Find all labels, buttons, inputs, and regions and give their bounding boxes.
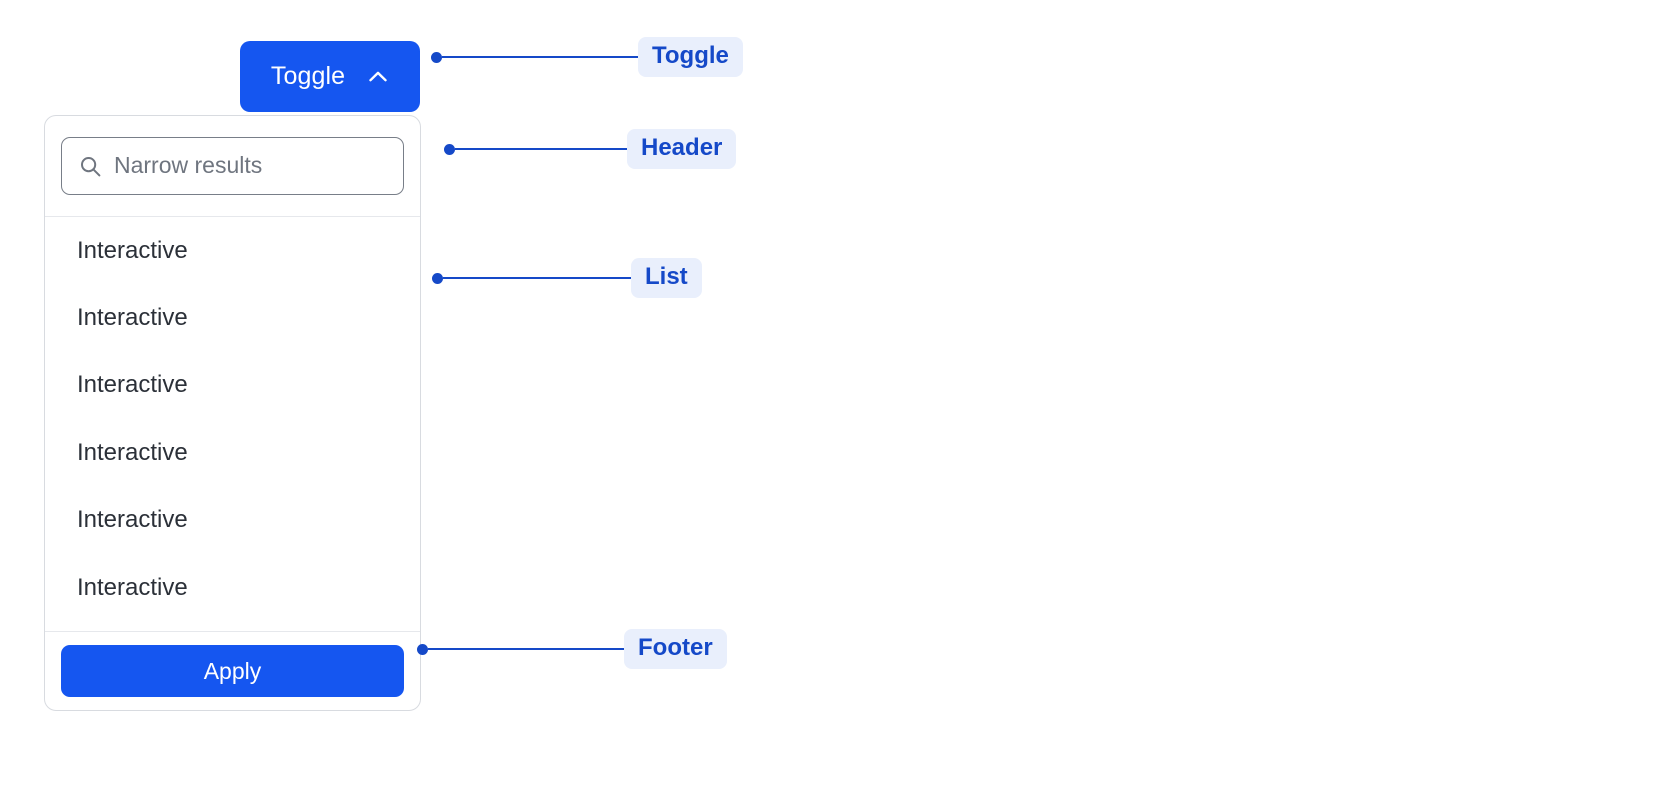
list-item[interactable]: Interactive <box>77 371 188 399</box>
annotation-chip-footer: Footer <box>624 629 727 669</box>
list-item[interactable]: Interactive <box>77 506 188 534</box>
toggle-button[interactable]: Toggle <box>240 41 420 112</box>
chevron-up-icon <box>367 66 389 88</box>
toggle-button-label: Toggle <box>270 62 346 90</box>
annotation-dot <box>444 143 455 155</box>
list-item[interactable]: Interactive <box>77 236 188 264</box>
apply-button[interactable]: Apply <box>61 645 404 697</box>
annotation-line <box>443 276 631 280</box>
list-item[interactable]: Interactive <box>77 573 188 601</box>
option-list[interactable]: Interactive Interactive Interactive Inte… <box>45 217 420 631</box>
annotation-dot <box>417 643 428 655</box>
list-item[interactable]: Interactive <box>77 438 188 466</box>
annotation-dot <box>432 272 443 284</box>
list-item[interactable]: Interactive <box>77 304 188 332</box>
search-field[interactable] <box>61 137 410 195</box>
annotation-dot <box>431 51 442 63</box>
annotation-chip-header: Header <box>627 129 737 169</box>
annotation-chip-toggle: Toggle <box>638 37 743 77</box>
search-input[interactable] <box>114 152 410 180</box>
dropdown-panel: Interactive Interactive Interactive Inte… <box>44 115 421 711</box>
annotation-line <box>428 647 624 651</box>
search-icon <box>79 155 102 178</box>
annotation-line <box>455 147 627 151</box>
panel-header <box>45 116 420 217</box>
annotation-chip-list: List <box>631 258 702 298</box>
annotation-line <box>442 55 638 59</box>
panel-footer: Apply <box>45 631 420 710</box>
